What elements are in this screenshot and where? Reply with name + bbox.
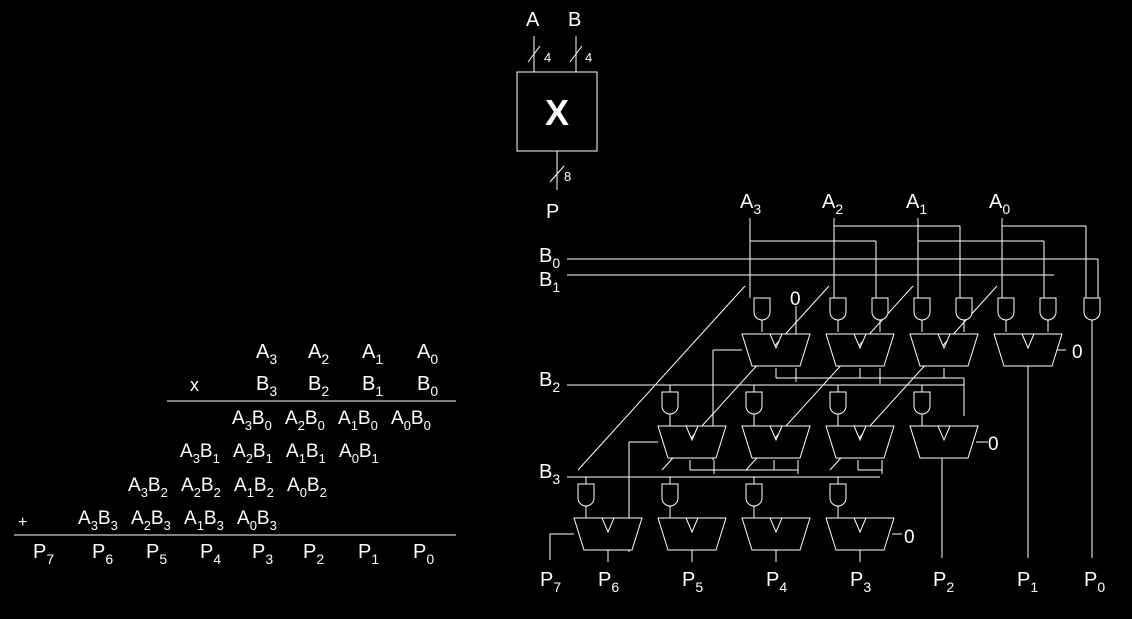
adder-row2-3 bbox=[909, 425, 979, 459]
multiplier-op-label: X bbox=[545, 92, 569, 133]
partial-product-3-3: A3B3 bbox=[78, 508, 118, 533]
and-a0b0 bbox=[1083, 297, 1101, 321]
adder-row2-1 bbox=[741, 425, 811, 459]
partial-product-3-0: A0B3 bbox=[237, 508, 277, 533]
and-a3b1 bbox=[753, 297, 771, 321]
adder-row1-0 bbox=[741, 333, 811, 367]
and-a2b1 bbox=[829, 297, 847, 321]
partial-product-3-2: A2B3 bbox=[131, 508, 171, 533]
partial-product-0-2: A2B0 bbox=[285, 408, 325, 433]
circuit-output-p5: P5 bbox=[682, 569, 703, 595]
hand-product-p0: P0 bbox=[413, 541, 434, 567]
partial-product-3-1: A1B3 bbox=[184, 508, 224, 533]
partial-product-1-0: A0B1 bbox=[339, 441, 379, 466]
circuit-output-p3: P3 bbox=[850, 569, 871, 595]
hand-multiplication: x + A3 A2 A1 A0 B3 B2 B1 B0 A3B0 A2B0 A1B0 A0B0 A… bbox=[14, 341, 456, 567]
and-a3b0 bbox=[871, 297, 889, 321]
constant-zero-0: 0 bbox=[790, 289, 801, 310]
circuit-input-a2: A2 bbox=[822, 191, 843, 217]
constant-zero-1: 0 bbox=[1072, 342, 1083, 363]
and-row3-2 bbox=[745, 483, 763, 507]
and-row2-2 bbox=[829, 391, 847, 415]
and-a2b0 bbox=[955, 297, 973, 321]
hand-product-p3: P3 bbox=[252, 541, 273, 567]
partial-product-0-3: A3B0 bbox=[232, 408, 272, 433]
circuit-input-b0: B0 bbox=[539, 245, 560, 271]
block-output-p: P bbox=[546, 201, 559, 223]
hand-product-p7: P7 bbox=[33, 541, 54, 567]
hand-b-0: B0 bbox=[417, 373, 438, 399]
circuit-input-a1: A1 bbox=[906, 191, 927, 217]
and-a1b0 bbox=[1039, 297, 1057, 321]
adder-row2-2 bbox=[825, 425, 895, 459]
block-input-b: B bbox=[568, 9, 581, 31]
adder-row3-0 bbox=[573, 517, 643, 551]
and-row3-0 bbox=[577, 483, 595, 507]
hand-a-0: A0 bbox=[417, 341, 438, 367]
partial-product-0-0: A0B0 bbox=[391, 408, 431, 433]
partial-product-2-1: A1B2 bbox=[234, 475, 274, 500]
hand-b-1: B1 bbox=[362, 373, 383, 399]
block-width-a: 4 bbox=[544, 50, 551, 65]
wire-p7 bbox=[549, 533, 574, 560]
circuit-input-b3: B3 bbox=[539, 461, 560, 487]
hand-product-p1: P1 bbox=[358, 541, 379, 567]
circuit-output-p6: P6 bbox=[598, 569, 619, 595]
circuit-output-p0: P0 bbox=[1084, 569, 1105, 595]
plus-symbol: + bbox=[18, 514, 27, 531]
and-row2-1 bbox=[745, 391, 763, 415]
hand-product-p2: P2 bbox=[303, 541, 324, 567]
circuit-input-a0: A0 bbox=[989, 191, 1010, 217]
hand-a-2: A2 bbox=[308, 341, 329, 367]
hand-b-2: B2 bbox=[308, 373, 329, 399]
block-width-p: 8 bbox=[564, 169, 571, 184]
and-row2-3 bbox=[913, 391, 931, 415]
partial-product-2-3: A3B2 bbox=[128, 475, 168, 500]
partial-product-2-2: A2B2 bbox=[181, 475, 221, 500]
circuit-output-p1: P1 bbox=[1017, 569, 1038, 595]
and-row3-1 bbox=[661, 483, 679, 507]
adder-row1-3 bbox=[993, 333, 1063, 367]
and-a1b1 bbox=[913, 297, 931, 321]
partial-product-0-1: A1B0 bbox=[338, 408, 378, 433]
hand-product-p4: P4 bbox=[200, 541, 221, 567]
hand-product-p6: P6 bbox=[92, 541, 113, 567]
and-a0b1 bbox=[997, 297, 1015, 321]
circuit-input-a3: A3 bbox=[740, 191, 761, 217]
and-row2-0 bbox=[661, 391, 679, 415]
multiplier-block: A B 4 4 X 8 P bbox=[516, 9, 598, 223]
hand-a-3: A3 bbox=[256, 341, 277, 367]
block-input-a: A bbox=[526, 9, 540, 31]
hand-product-p5: P5 bbox=[146, 541, 167, 567]
times-symbol: x bbox=[190, 375, 199, 395]
adder-row3-2 bbox=[741, 517, 811, 551]
circuit-input-b1: B1 bbox=[539, 269, 560, 295]
circuit-input-b2: B2 bbox=[539, 369, 560, 395]
adder-row1-1 bbox=[825, 333, 895, 367]
bus-slash-p bbox=[549, 165, 565, 183]
constant-zero-2: 0 bbox=[988, 434, 999, 455]
wire-a-diagonal-0 bbox=[577, 285, 746, 471]
bus-slash-b bbox=[569, 45, 583, 63]
bus-slash-a bbox=[527, 45, 541, 63]
hand-a-1: A1 bbox=[362, 341, 383, 367]
adder-row2-0 bbox=[657, 425, 727, 459]
and-row3-3 bbox=[829, 483, 847, 507]
partial-product-1-2: A2B1 bbox=[233, 441, 273, 466]
hand-b-3: B3 bbox=[256, 373, 277, 399]
partial-product-2-0: A0B2 bbox=[287, 475, 327, 500]
circuit-output-p2: P2 bbox=[933, 569, 954, 595]
adder-row1-2 bbox=[909, 333, 979, 367]
partial-product-1-1: A1B1 bbox=[286, 441, 326, 466]
circuit-output-p4: P4 bbox=[766, 569, 787, 595]
partial-product-1-3: A3B1 bbox=[180, 441, 220, 466]
adder-row3-3 bbox=[825, 517, 895, 551]
adder-row3-1 bbox=[657, 517, 727, 551]
circuit-output-p7: P7 bbox=[540, 569, 561, 595]
block-width-b: 4 bbox=[585, 50, 592, 65]
constant-zero-3: 0 bbox=[904, 527, 915, 548]
